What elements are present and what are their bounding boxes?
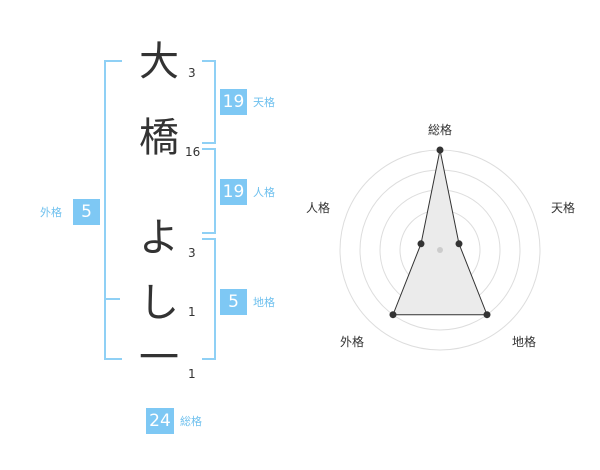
tenkaku-value: 19 (220, 89, 247, 115)
tenkaku-label: 天格 (253, 96, 275, 109)
gaikaku-value: 5 (73, 199, 100, 225)
name-char-1: 大 (139, 39, 179, 85)
radar-label-soukaku: 総格 (427, 123, 453, 137)
chikaku-value: 5 (220, 289, 247, 315)
radar-label-tenkaku: 天格 (550, 201, 576, 215)
tenkaku-bracket (202, 60, 216, 144)
radar-label-gaikaku: 外格 (339, 335, 365, 349)
jinkaku-label: 人格 (253, 186, 275, 199)
chikaku-bracket (202, 238, 216, 360)
stroke-count-2: 16 (185, 145, 201, 159)
stroke-count-5: 1 (188, 367, 196, 381)
radar-point-tenkaku (455, 240, 463, 248)
gaikaku-label: 外格 (40, 206, 62, 219)
name-char-2: 橋 (139, 115, 179, 161)
radar-label-jinkaku: 人格 (305, 201, 331, 215)
radar-point-chikaku (483, 311, 491, 319)
soukaku-value: 24 (146, 408, 174, 434)
outer-bracket (104, 60, 122, 360)
stroke-count-1: 3 (188, 66, 196, 80)
radar-point-soukaku (436, 146, 444, 154)
name-char-3: よ (139, 215, 179, 261)
chikaku-label: 地格 (253, 296, 275, 309)
radar-point-jinkaku (417, 240, 425, 248)
name-char-4: し (139, 280, 179, 326)
radar-point-gaikaku (389, 311, 397, 319)
radar-label-chikaku: 地格 (511, 335, 537, 349)
radar-area (392, 149, 488, 316)
name-char-5: 一 (139, 335, 179, 381)
stroke-count-3: 3 (188, 246, 196, 260)
jinkaku-value: 19 (220, 179, 247, 205)
stroke-count-4: 1 (188, 305, 196, 319)
radar-center-dot (437, 247, 443, 253)
inner-bracket-left-tick (104, 298, 120, 300)
jinkaku-bracket (202, 148, 216, 234)
soukaku-label: 総格 (180, 415, 202, 428)
